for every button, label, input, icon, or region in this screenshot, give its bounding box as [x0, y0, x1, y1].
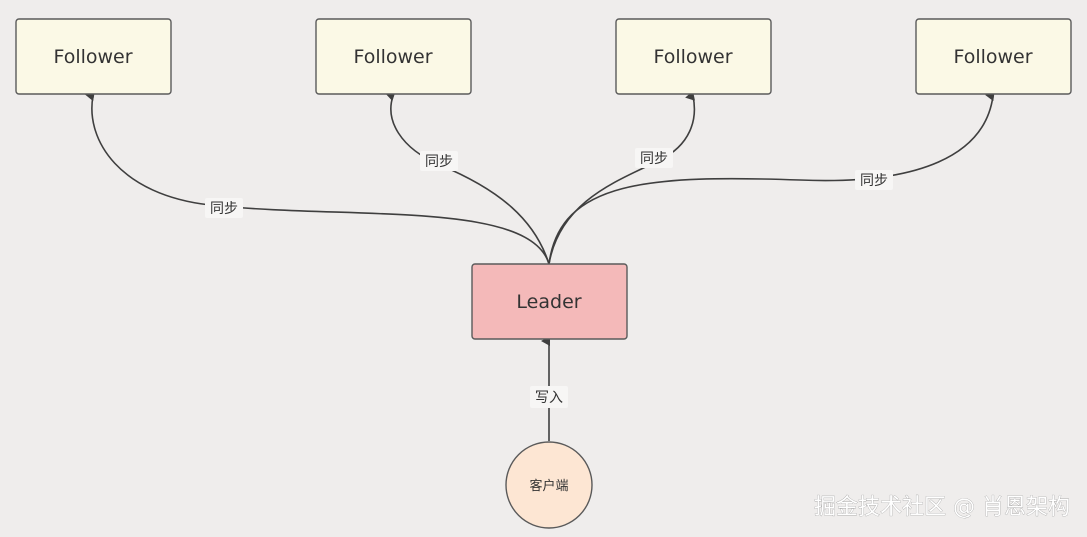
follower-node-3[interactable]: Follower — [615, 18, 772, 95]
sync-label-3: 同步 — [635, 148, 673, 168]
svg-text:同步: 同步 — [425, 154, 453, 170]
svg-text:Follower: Follower — [53, 46, 132, 68]
svg-text:同步: 同步 — [860, 173, 888, 189]
sync-edge-4 — [548, 91, 995, 265]
svg-text:Follower: Follower — [653, 46, 732, 68]
follower-node-4[interactable]: Follower — [915, 18, 1072, 95]
follower-node-1[interactable]: Follower — [15, 18, 172, 95]
follower-node-2[interactable]: Follower — [315, 18, 472, 95]
svg-text:同步: 同步 — [210, 201, 238, 217]
svg-text:同步: 同步 — [640, 151, 668, 167]
svg-text:客户端: 客户端 — [529, 478, 568, 494]
client-node[interactable]: 客户端 — [505, 441, 593, 529]
sync-label-2: 同步 — [420, 151, 458, 171]
sync-edge-2 — [385, 91, 550, 265]
svg-text:写入: 写入 — [535, 390, 563, 406]
watermark-text: 掘金技术社区 @ 肖恩架构 — [814, 495, 1070, 520]
leader-node[interactable]: Leader — [471, 263, 628, 340]
svg-text:Follower: Follower — [953, 46, 1032, 68]
sync-label-1: 同步 — [205, 198, 243, 218]
sync-label-4: 同步 — [855, 170, 893, 190]
svg-text:Follower: Follower — [353, 46, 432, 68]
write-label: 写入 — [530, 386, 568, 408]
svg-text:Leader: Leader — [516, 291, 581, 313]
sync-edge-1 — [85, 91, 550, 265]
